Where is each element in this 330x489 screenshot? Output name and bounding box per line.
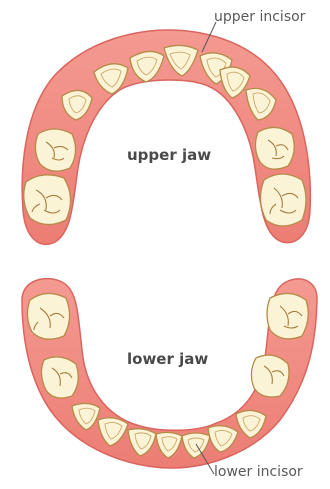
upper-molar <box>35 129 75 171</box>
upper-jaw-label: upper jaw <box>127 146 211 164</box>
lower-jaw <box>22 279 317 468</box>
lower-molar <box>251 355 289 397</box>
upper-molar <box>255 127 294 169</box>
lower-incisor-label: lower incisor <box>214 464 303 480</box>
upper-molar <box>260 174 306 226</box>
upper-incisor-label: upper incisor <box>214 9 305 25</box>
upper-jaw <box>22 30 310 244</box>
upper-molar <box>24 175 71 225</box>
lower-jaw-label: lower jaw <box>127 350 208 368</box>
